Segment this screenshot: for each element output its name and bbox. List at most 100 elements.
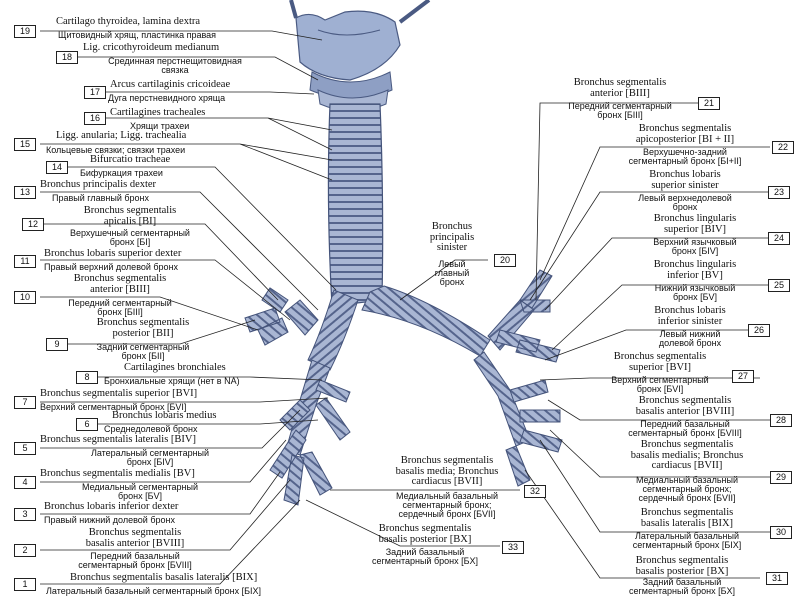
label-number-13: 13 xyxy=(14,186,36,199)
label-number-25: 25 xyxy=(768,279,790,292)
thyroid-cartilage xyxy=(289,0,431,81)
label-russian-16: Хрящи трахеи xyxy=(130,121,190,131)
label-number-10: 10 xyxy=(14,291,36,304)
label-number-4: 4 xyxy=(14,476,36,489)
label-number-1: 1 xyxy=(14,578,36,591)
label-number-29: 29 xyxy=(770,471,792,484)
label-latin-4: Bronchus segmentalis medialis [BV] xyxy=(40,468,195,479)
right-main-bronchus xyxy=(244,287,359,506)
label-latin-8: Cartilagines bronchiales xyxy=(124,362,226,373)
label-russian-1: Латеральный базальный сегментарный бронх… xyxy=(46,586,262,596)
label-latin-15: Ligg. anularia; Ligg. trachealia xyxy=(56,130,187,141)
label-russian-19: Щитовидный хрящ, пластинка правая xyxy=(58,30,217,40)
label-latin-5: Bronchus segmentalis lateralis [BIV] xyxy=(40,434,197,445)
label-number-28: 28 xyxy=(770,414,792,427)
label-number-3: 3 xyxy=(14,508,36,521)
left-main-bronchus xyxy=(361,269,563,487)
label-number-33: 33 xyxy=(502,541,524,554)
label-number-2: 2 xyxy=(14,544,36,557)
leader-lines xyxy=(40,30,770,585)
label-latin-14: Bifurcatio tracheae xyxy=(90,154,171,165)
label-latin-3: Bronchus lobaris inferior dexter xyxy=(44,501,179,512)
label-latin-18: Lig. cricothyroideum medianum xyxy=(83,42,220,53)
label-number-15: 15 xyxy=(14,138,36,151)
label-russian-14: Бифуркация трахеи xyxy=(80,168,163,178)
label-russian-15: Кольцевые связки; связки трахеи xyxy=(46,145,186,155)
label-latin-7: Bronchus segmentalis superior [BVI] xyxy=(40,388,198,399)
label-number-7: 7 xyxy=(14,396,36,409)
label-russian-8: Бронхиальные хрящи (нет в NA) xyxy=(104,376,240,386)
label-number-26: 26 xyxy=(748,324,770,337)
label-number-12: 12 xyxy=(22,218,44,231)
label-russian-6: Среднедолевой бронх xyxy=(104,424,198,434)
label-russian-13: Правый главный бронх xyxy=(52,193,149,203)
label-number-32: 32 xyxy=(524,485,546,498)
label-russian-3: Правый нижний долевой бронх xyxy=(44,515,175,525)
label-number-21: 21 xyxy=(698,97,720,110)
label-latin-19: Cartilago thyroidea, lamina dextra xyxy=(56,16,201,27)
label-latin-11: Bronchus lobaris superior dexter xyxy=(44,248,182,259)
label-number-16: 16 xyxy=(84,112,106,125)
label-latin-13: Bronchus principalis dexter xyxy=(40,179,157,190)
label-russian-17: Дуга перстневидного хряща xyxy=(108,93,226,103)
label-number-18: 18 xyxy=(56,51,78,64)
label-latin-16: Cartilagines tracheales xyxy=(110,107,206,118)
label-latin-6: Bronchus lobaris medius xyxy=(112,410,217,421)
label-latin-17: Arcus cartilaginis cricoideae xyxy=(110,79,231,90)
label-russian-7: Верхний сегментарный бронх [БVI] xyxy=(40,402,187,412)
label-number-5: 5 xyxy=(14,442,36,455)
label-number-22: 22 xyxy=(772,141,794,154)
label-number-23: 23 xyxy=(768,186,790,199)
label-number-27: 27 xyxy=(732,370,754,383)
label-number-9: 9 xyxy=(46,338,68,351)
trachea xyxy=(327,103,384,307)
label-number-8: 8 xyxy=(76,371,98,384)
label-number-14: 14 xyxy=(46,161,68,174)
label-number-6: 6 xyxy=(76,418,98,431)
label-number-11: 11 xyxy=(14,255,36,268)
label-number-31: 31 xyxy=(766,572,788,585)
label-number-24: 24 xyxy=(768,232,790,245)
label-number-19: 19 xyxy=(14,25,36,38)
label-russian-11: Правый верхний долевой бронх xyxy=(44,262,179,272)
label-number-17: 17 xyxy=(84,86,106,99)
